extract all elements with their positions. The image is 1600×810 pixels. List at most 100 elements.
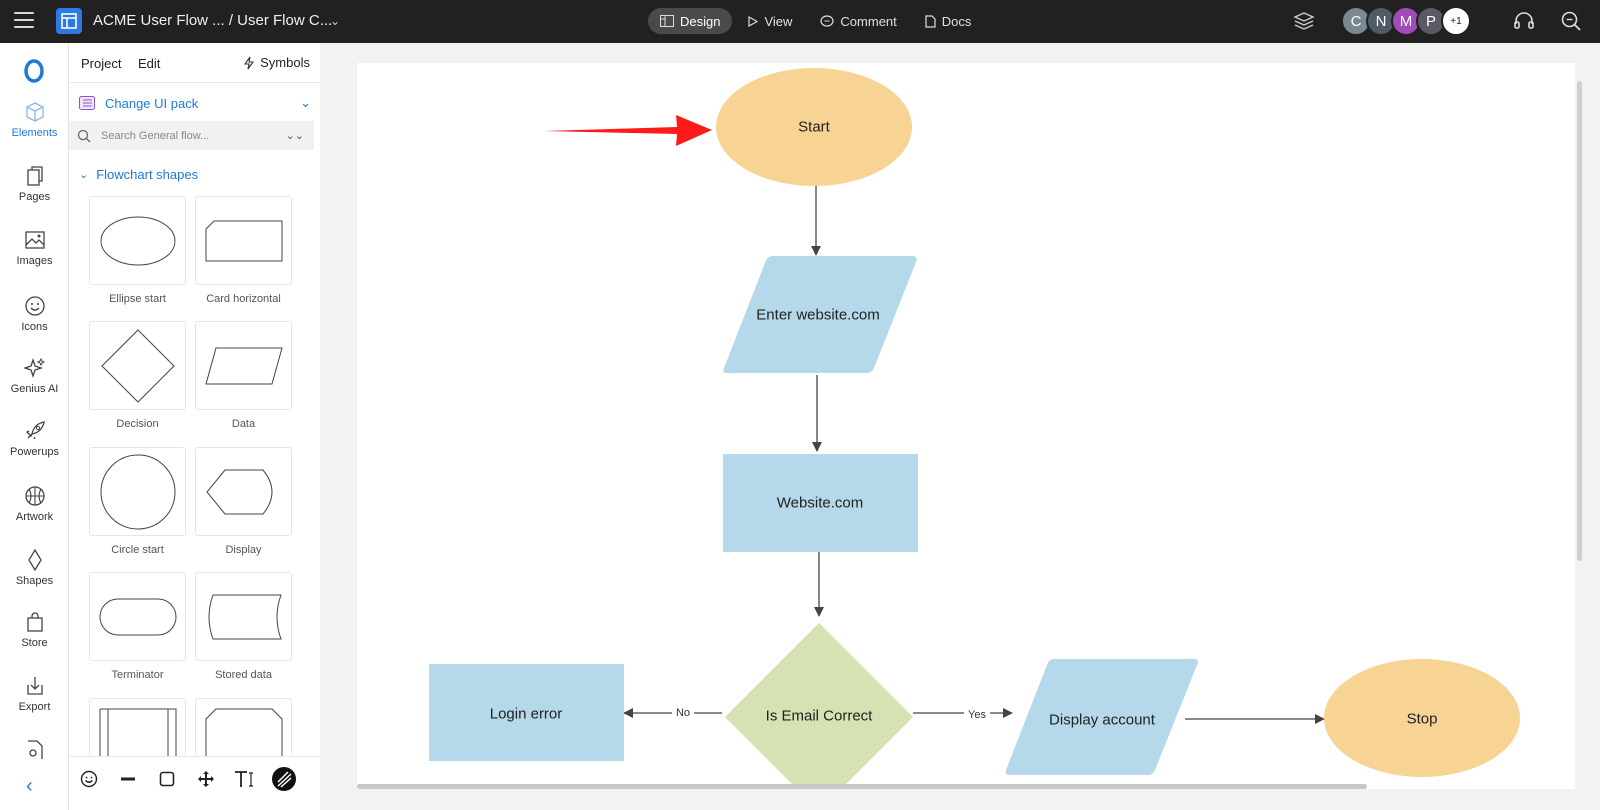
tab-view[interactable]: View: [736, 8, 804, 34]
text-tool[interactable]: [225, 757, 264, 801]
rail-label: Icons: [21, 321, 48, 333]
move-tool[interactable]: [186, 757, 225, 801]
expand-filter-icon[interactable]: ⌄⌄: [285, 130, 304, 142]
line-tool[interactable]: [108, 757, 147, 801]
mode-nav: Design View Comment Docs: [648, 8, 983, 34]
shape-terminator[interactable]: [89, 572, 186, 661]
search-input[interactable]: Search General flow...: [101, 129, 210, 142]
rectangle-tool[interactable]: [147, 757, 186, 801]
parallelogram-icon: [204, 347, 283, 384]
node-enter-label: Enter website.com: [756, 306, 880, 324]
artboard[interactable]: Start Enter website.com Website.com Is E…: [357, 63, 1575, 789]
card-icon: [205, 220, 282, 261]
search-icon: [77, 129, 91, 142]
circle-icon: [100, 454, 175, 529]
rail-item-genius-ai[interactable]: Genius AI: [0, 357, 69, 395]
menu-icon[interactable]: [14, 12, 34, 28]
node-enter-website[interactable]: [723, 256, 917, 373]
rail-label: Store: [21, 637, 48, 649]
rail-item-artwork[interactable]: Artwork: [0, 485, 69, 523]
headset-icon[interactable]: [1513, 11, 1535, 31]
node-stop[interactable]: [1324, 659, 1520, 777]
node-start-label: Start: [798, 118, 830, 136]
shape-decision[interactable]: [89, 321, 186, 410]
stored-data-icon: [208, 594, 282, 639]
tab-comment[interactable]: Comment: [808, 8, 908, 34]
shape-card-horizontal[interactable]: [195, 196, 292, 285]
sparkle-icon: [23, 357, 45, 379]
ellipse-icon: [100, 216, 175, 265]
tab-docs[interactable]: Docs: [913, 8, 984, 34]
node-display-account[interactable]: [1005, 659, 1199, 775]
chevron-down-icon[interactable]: ⌄: [330, 14, 341, 28]
shape-label: Stored data: [215, 669, 272, 681]
zoom-search-icon[interactable]: [1560, 10, 1582, 32]
vertical-scrollbar[interactable]: [1577, 81, 1582, 561]
rail-label: Powerups: [10, 446, 59, 458]
more-collaborators-badge[interactable]: +1: [1441, 6, 1471, 36]
node-error-label: Login error: [489, 705, 563, 723]
shape-label: Display: [225, 544, 262, 556]
node-website[interactable]: [723, 454, 918, 552]
shape-loop-limit[interactable]: [195, 698, 292, 757]
shape-display[interactable]: [195, 447, 292, 536]
node-website-label: Website.com: [776, 494, 864, 512]
rail-item-images[interactable]: Images: [0, 229, 69, 267]
tab-view-label: View: [764, 13, 793, 29]
app-logo-icon[interactable]: [56, 8, 82, 34]
shape-label: Data: [231, 418, 256, 430]
smiley-icon: [80, 770, 97, 787]
node-start[interactable]: [716, 68, 912, 186]
flowchart: [429, 68, 1520, 789]
layers-icon[interactable]: [1293, 11, 1315, 31]
symbols-button[interactable]: Symbols: [244, 55, 310, 70]
shape-predefined-process[interactable]: [89, 698, 186, 757]
symbols-label: Symbols: [260, 55, 310, 70]
rail-item-export[interactable]: Export: [0, 675, 69, 713]
shape-ellipse-start[interactable]: [89, 196, 186, 285]
rail-item-pages[interactable]: Pages: [0, 165, 69, 203]
collaborator-avatars: C N M P +1: [1341, 6, 1471, 36]
rail-item-elements[interactable]: Elements: [0, 101, 69, 139]
shape-search[interactable]: Search General flow... ⌄⌄: [69, 121, 314, 150]
tab-edit[interactable]: Edit: [138, 56, 161, 71]
shape-stored-data[interactable]: [195, 572, 292, 661]
bag-icon: [26, 612, 43, 632]
rail-item-shapes[interactable]: Shapes: [0, 549, 69, 587]
tab-docs-label: Docs: [941, 13, 972, 29]
rail-item-store[interactable]: Store: [0, 611, 69, 649]
diamond-icon: [27, 549, 42, 571]
rail-label: Genius AI: [10, 383, 59, 395]
file-settings-icon[interactable]: [24, 739, 46, 759]
shape-circle-start[interactable]: [89, 447, 186, 536]
tab-project[interactable]: Project: [81, 56, 122, 71]
shape-label: Circle start: [111, 544, 164, 556]
left-rail: Elements Pages Images Icons Genius AI Po…: [0, 43, 69, 810]
brand-logo-icon[interactable]: [22, 59, 46, 83]
horizontal-scrollbar[interactable]: [357, 784, 1367, 789]
node-login-error[interactable]: [429, 664, 624, 761]
tab-design[interactable]: Design: [648, 8, 733, 34]
text-icon: [234, 770, 253, 787]
brush-icon: [271, 766, 296, 791]
collapse-back-icon[interactable]: ‹: [26, 775, 33, 797]
node-decision[interactable]: [725, 623, 913, 789]
shape-label: Ellipse start: [109, 293, 166, 305]
section-flowchart-shapes[interactable]: ⌄ Flowchart shapes: [79, 167, 198, 182]
edge-label-yes: Yes: [964, 709, 990, 721]
rail-label: Shapes: [15, 575, 54, 587]
project-title[interactable]: ACME User Flow ... / User Flow C...: [93, 12, 333, 29]
quick-tools: [69, 756, 320, 800]
image-icon: [24, 231, 45, 249]
rail-item-powerups[interactable]: Powerups: [0, 420, 69, 458]
display-shape-icon: [205, 469, 272, 514]
shape-data[interactable]: [195, 321, 292, 410]
brush-tool[interactable]: [264, 757, 303, 801]
emoji-tool[interactable]: [69, 757, 108, 801]
rail-item-icons[interactable]: Icons: [0, 295, 69, 333]
terminator-icon: [99, 598, 176, 635]
annotation-arrow[interactable]: [544, 115, 712, 146]
change-ui-pack-button[interactable]: Change UI pack ⌄: [79, 95, 311, 111]
node-decision-label: Is Email Correct: [765, 707, 873, 725]
design-icon: [660, 15, 674, 27]
